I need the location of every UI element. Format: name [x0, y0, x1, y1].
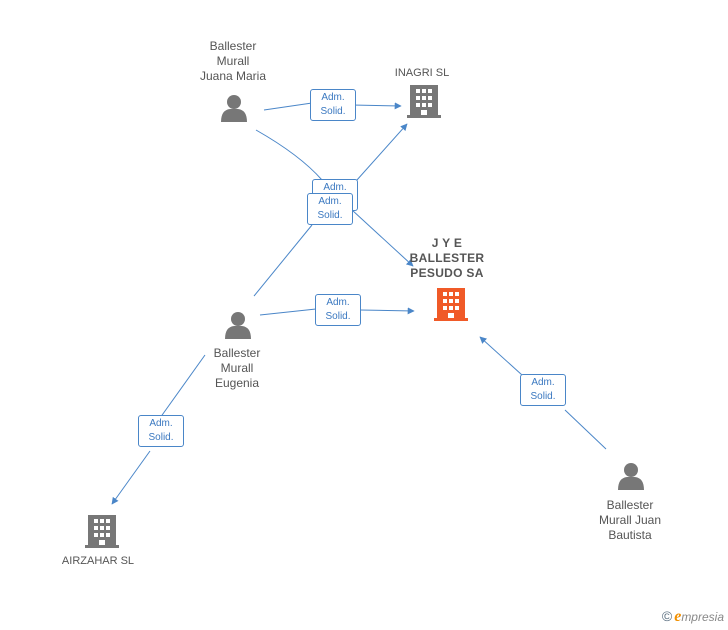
brand-logo-initial: e	[674, 608, 682, 625]
name-line: Juana Maria	[199, 69, 267, 83]
role-line: Solid.	[320, 106, 346, 117]
edge-juana-inagri	[263, 102, 313, 111]
role-line: Adm.	[321, 92, 345, 103]
name-line: Murall	[220, 361, 254, 375]
copyright-symbol: ©	[661, 608, 673, 624]
edge-eugenia-airzahar-head	[111, 450, 151, 505]
name-line: BALLESTER	[409, 251, 485, 265]
person-name-eugenia[interactable]: Ballester Murall Eugenia	[192, 346, 282, 391]
edge-label-role[interactable]: Adm. Solid.	[307, 193, 353, 225]
role-line: Solid.	[148, 432, 174, 443]
name-line: Bautista	[608, 528, 652, 542]
role-line: Solid.	[317, 210, 343, 221]
edge-eugenia-main	[259, 308, 317, 316]
edge-juan-main-head	[479, 336, 523, 376]
name-line: PESUDO SA	[410, 266, 484, 280]
edge-label-role[interactable]: Adm. Solid.	[315, 294, 361, 326]
edge-eugenia-airzahar	[159, 354, 206, 419]
role-line: Solid.	[325, 311, 351, 322]
role-line: Solid.	[530, 391, 556, 402]
brand-logo-text: mpresia	[681, 610, 724, 624]
name-line: J Y E	[431, 236, 463, 250]
name-line: Ballester	[213, 346, 261, 360]
name-line: Ballester	[606, 498, 654, 512]
edge-label-role[interactable]: Adm. Solid.	[310, 89, 356, 121]
building-icon[interactable]	[434, 288, 468, 321]
role-line: Adm.	[531, 377, 555, 388]
edge-label-role[interactable]: Adm. Solid.	[520, 374, 566, 406]
name-line: Ballester	[209, 39, 257, 53]
edge-juan-main	[564, 409, 607, 450]
person-name-juana[interactable]: Ballester Murall Juana Maria	[186, 39, 280, 84]
role-line: Adm.	[323, 182, 347, 193]
edges	[111, 102, 607, 505]
brand-footer: ©empresia	[662, 608, 724, 626]
building-icon[interactable]	[85, 515, 119, 548]
edge-label-role[interactable]: Adm. Solid.	[138, 415, 184, 447]
role-line: Adm.	[318, 196, 342, 207]
person-name-juan[interactable]: Ballester Murall Juan Bautista	[583, 498, 677, 543]
building-icon[interactable]	[407, 85, 441, 118]
edge-eugenia-main-head	[359, 307, 415, 315]
edge-eugenia-inagri-head	[347, 123, 408, 191]
company-name-inagri[interactable]: INAGRI SL	[394, 67, 450, 79]
name-line: Eugenia	[214, 376, 260, 390]
person-icon[interactable]	[618, 463, 644, 490]
edge-juana-main	[255, 129, 323, 181]
company-name-main[interactable]: J Y E BALLESTER PESUDO SA	[402, 236, 492, 281]
name-line: Murall Juan	[598, 513, 662, 527]
company-name-airzahar[interactable]: AIRZAHAR SL	[61, 555, 135, 567]
person-icon[interactable]	[225, 312, 251, 339]
role-line: Adm.	[149, 418, 173, 429]
edge-juana-inagri-head	[351, 102, 402, 110]
name-line: Murall	[216, 54, 250, 68]
edge-eugenia-inagri	[253, 224, 313, 297]
role-line: Adm.	[326, 297, 350, 308]
edge-juana-main-head	[351, 209, 414, 267]
person-icon[interactable]	[221, 95, 247, 122]
